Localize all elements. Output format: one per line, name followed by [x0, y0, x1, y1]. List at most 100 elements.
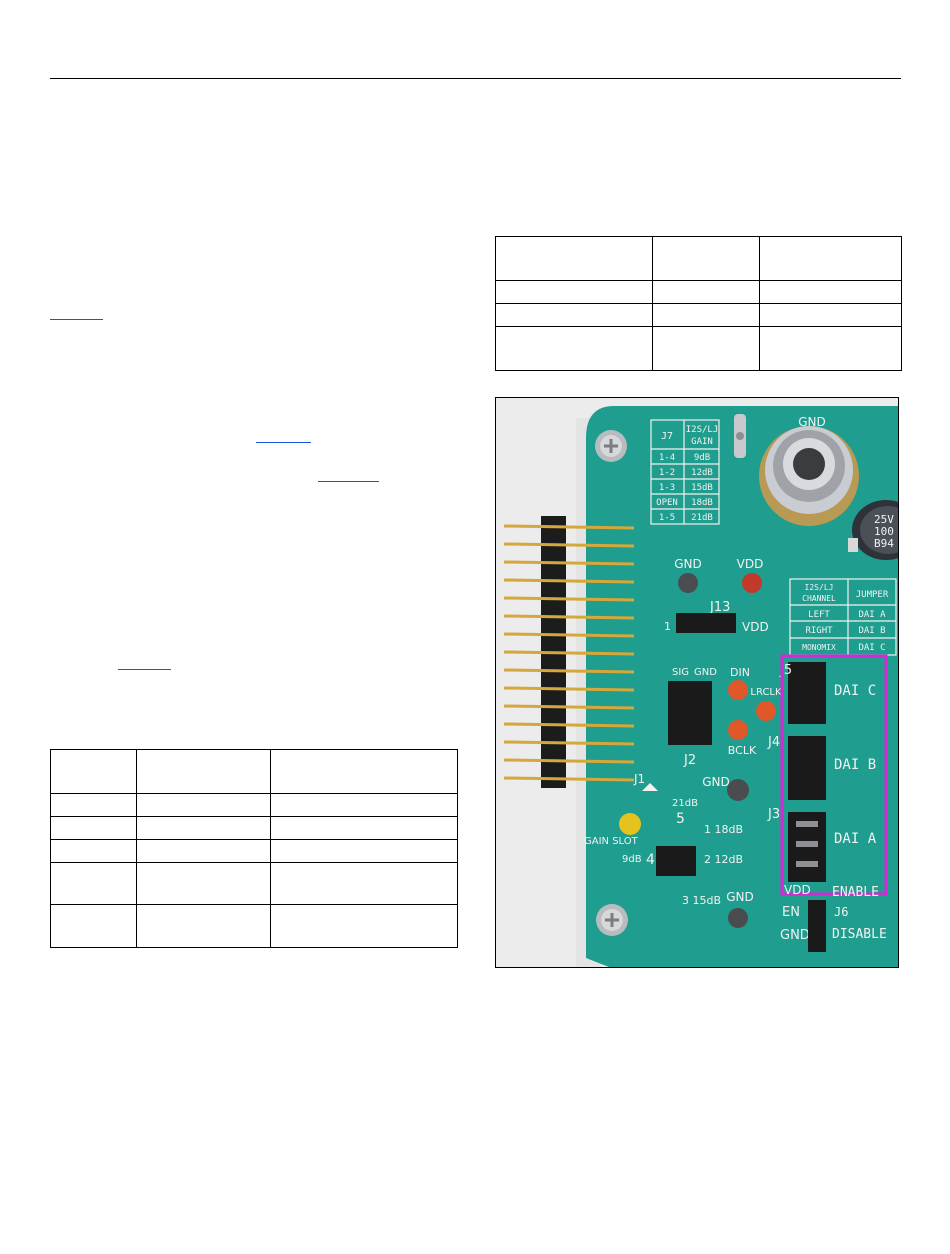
label-enable: ENABLE: [832, 885, 879, 900]
label-vdd-en: VDD: [784, 883, 811, 897]
left-table: [50, 749, 458, 948]
channel-cell: DAI A: [858, 610, 886, 620]
label-j13: J13: [709, 600, 730, 615]
label-gain-slot: GAIN SLOT: [584, 836, 639, 847]
bclk-test-point: [728, 720, 748, 740]
pcb-illustration: J7 I2S/LJ GAIN 1-4 9dB 1-2 12dB 1-3 15dB…: [496, 398, 898, 967]
channel-header-i2s: I2S/LJ: [805, 583, 834, 592]
label-j13-pin1: 1: [664, 620, 671, 633]
channel-header-jumper: JUMPER: [856, 590, 889, 600]
channel-cell: DAI C: [858, 643, 885, 653]
gain-table-header-j7: J7: [661, 431, 673, 442]
label-dai-c: DAI C: [834, 683, 876, 699]
gain-test-point: [619, 813, 641, 835]
label-gain-5: 5: [676, 811, 685, 827]
link-underline-2[interactable]: [256, 442, 311, 443]
label-dai-b: DAI B: [834, 757, 876, 773]
metal-clip: [734, 414, 746, 458]
screw-top: [595, 430, 627, 462]
barrel-connector: [759, 426, 859, 526]
gain-table-cell: 21dB: [691, 513, 713, 523]
link-underline-4[interactable]: [118, 669, 171, 670]
j4-header: [788, 736, 826, 800]
table-row: [495, 303, 902, 327]
table-row: [495, 236, 902, 281]
gain-table-cell: 12dB: [691, 468, 713, 478]
label-gnd2: GND: [702, 775, 730, 789]
label-gnd1: GND: [674, 557, 702, 571]
channel-header-channel: CHANNEL: [802, 594, 836, 603]
table-row: [50, 749, 458, 794]
j13-jumper: [676, 613, 736, 633]
gain-table-cell: 1-5: [659, 513, 675, 523]
gain-table-header-i2s: I2S/LJ: [686, 425, 719, 435]
gain-table: [650, 419, 720, 525]
channel-cell: DAI B: [858, 626, 885, 636]
label-lrclk: LRCLK: [750, 687, 782, 698]
label-gnd-sig: GND: [694, 667, 717, 678]
label-cap-100: 100: [874, 525, 894, 538]
pcb-photo: J7 I2S/LJ GAIN 1-4 9dB 1-2 12dB 1-3 15dB…: [495, 397, 899, 968]
label-sig: SIG: [672, 667, 689, 678]
label-gain-2-12: 2 12dB: [704, 853, 743, 866]
vdd-test-point: [742, 573, 762, 593]
right-table: [495, 236, 902, 371]
table-row: [50, 839, 458, 863]
lrclk-test-point: [756, 701, 776, 721]
table-row: [495, 280, 902, 304]
label-gnd-en: GND: [780, 928, 810, 943]
j5-header: [788, 662, 826, 724]
gnd3-test-point: [728, 908, 748, 928]
screw-bottom: [596, 904, 628, 936]
label-cap-25v: 25V: [874, 513, 894, 526]
gain-table-header-gain: GAIN: [691, 437, 713, 447]
label-vdd-j13: VDD: [742, 620, 769, 634]
label-dai-a: DAI A: [834, 831, 877, 847]
highlight-box: [780, 654, 888, 896]
j2-header: [668, 681, 712, 745]
channel-cell: RIGHT: [805, 626, 833, 636]
gain-table-cell: 1-4: [659, 453, 675, 463]
gain-table-cell: 1-3: [659, 483, 675, 493]
label-j3: J3: [767, 807, 780, 822]
label-gain-1-18: 1 18dB: [704, 823, 743, 836]
header-rule: [50, 78, 901, 79]
table-row: [50, 904, 458, 948]
label-din: DIN: [730, 666, 750, 679]
header-connector: [503, 516, 635, 788]
label-gnd-top: GND: [798, 415, 826, 429]
label-cap-b94: B94: [874, 537, 894, 550]
channel-cell: MONOMIX: [802, 643, 836, 652]
label-j1: J1: [633, 772, 645, 786]
table-row: [495, 326, 902, 371]
link-underline-3[interactable]: [318, 481, 379, 482]
label-j6: J6: [834, 905, 848, 919]
link-underline-1[interactable]: [50, 319, 103, 320]
gain-table-cell: 1-2: [659, 468, 675, 478]
gain-table-cell: 9dB: [694, 453, 710, 463]
table-row: [50, 793, 458, 817]
gain-table-cell: 15dB: [691, 483, 713, 493]
capacitor: [848, 500, 898, 560]
label-gain-9: 9dB: [622, 854, 642, 865]
label-gnd3: GND: [726, 890, 754, 904]
table-row: [50, 862, 458, 905]
table-row: [50, 816, 458, 840]
label-disable: DISABLE: [832, 927, 887, 942]
label-en: EN: [782, 905, 800, 920]
label-j4: J4: [767, 735, 780, 750]
label-gain-4: 4: [646, 852, 655, 868]
label-gain-3-15: 3 15dB: [682, 894, 721, 907]
gnd2-test-point: [727, 779, 749, 801]
label-bclk: BCLK: [728, 744, 757, 757]
gain-table-cell: OPEN: [656, 498, 678, 508]
label-j2: J2: [683, 753, 696, 768]
j6-jumper: [808, 900, 826, 952]
din-test-point: [728, 680, 748, 700]
label-vdd1: VDD: [737, 557, 764, 571]
gnd-test-point: [678, 573, 698, 593]
j7-jumper: [656, 846, 696, 876]
channel-cell: LEFT: [808, 610, 830, 620]
label-gain-21: 21dB: [672, 798, 698, 809]
gain-table-cell: 18dB: [691, 498, 713, 508]
